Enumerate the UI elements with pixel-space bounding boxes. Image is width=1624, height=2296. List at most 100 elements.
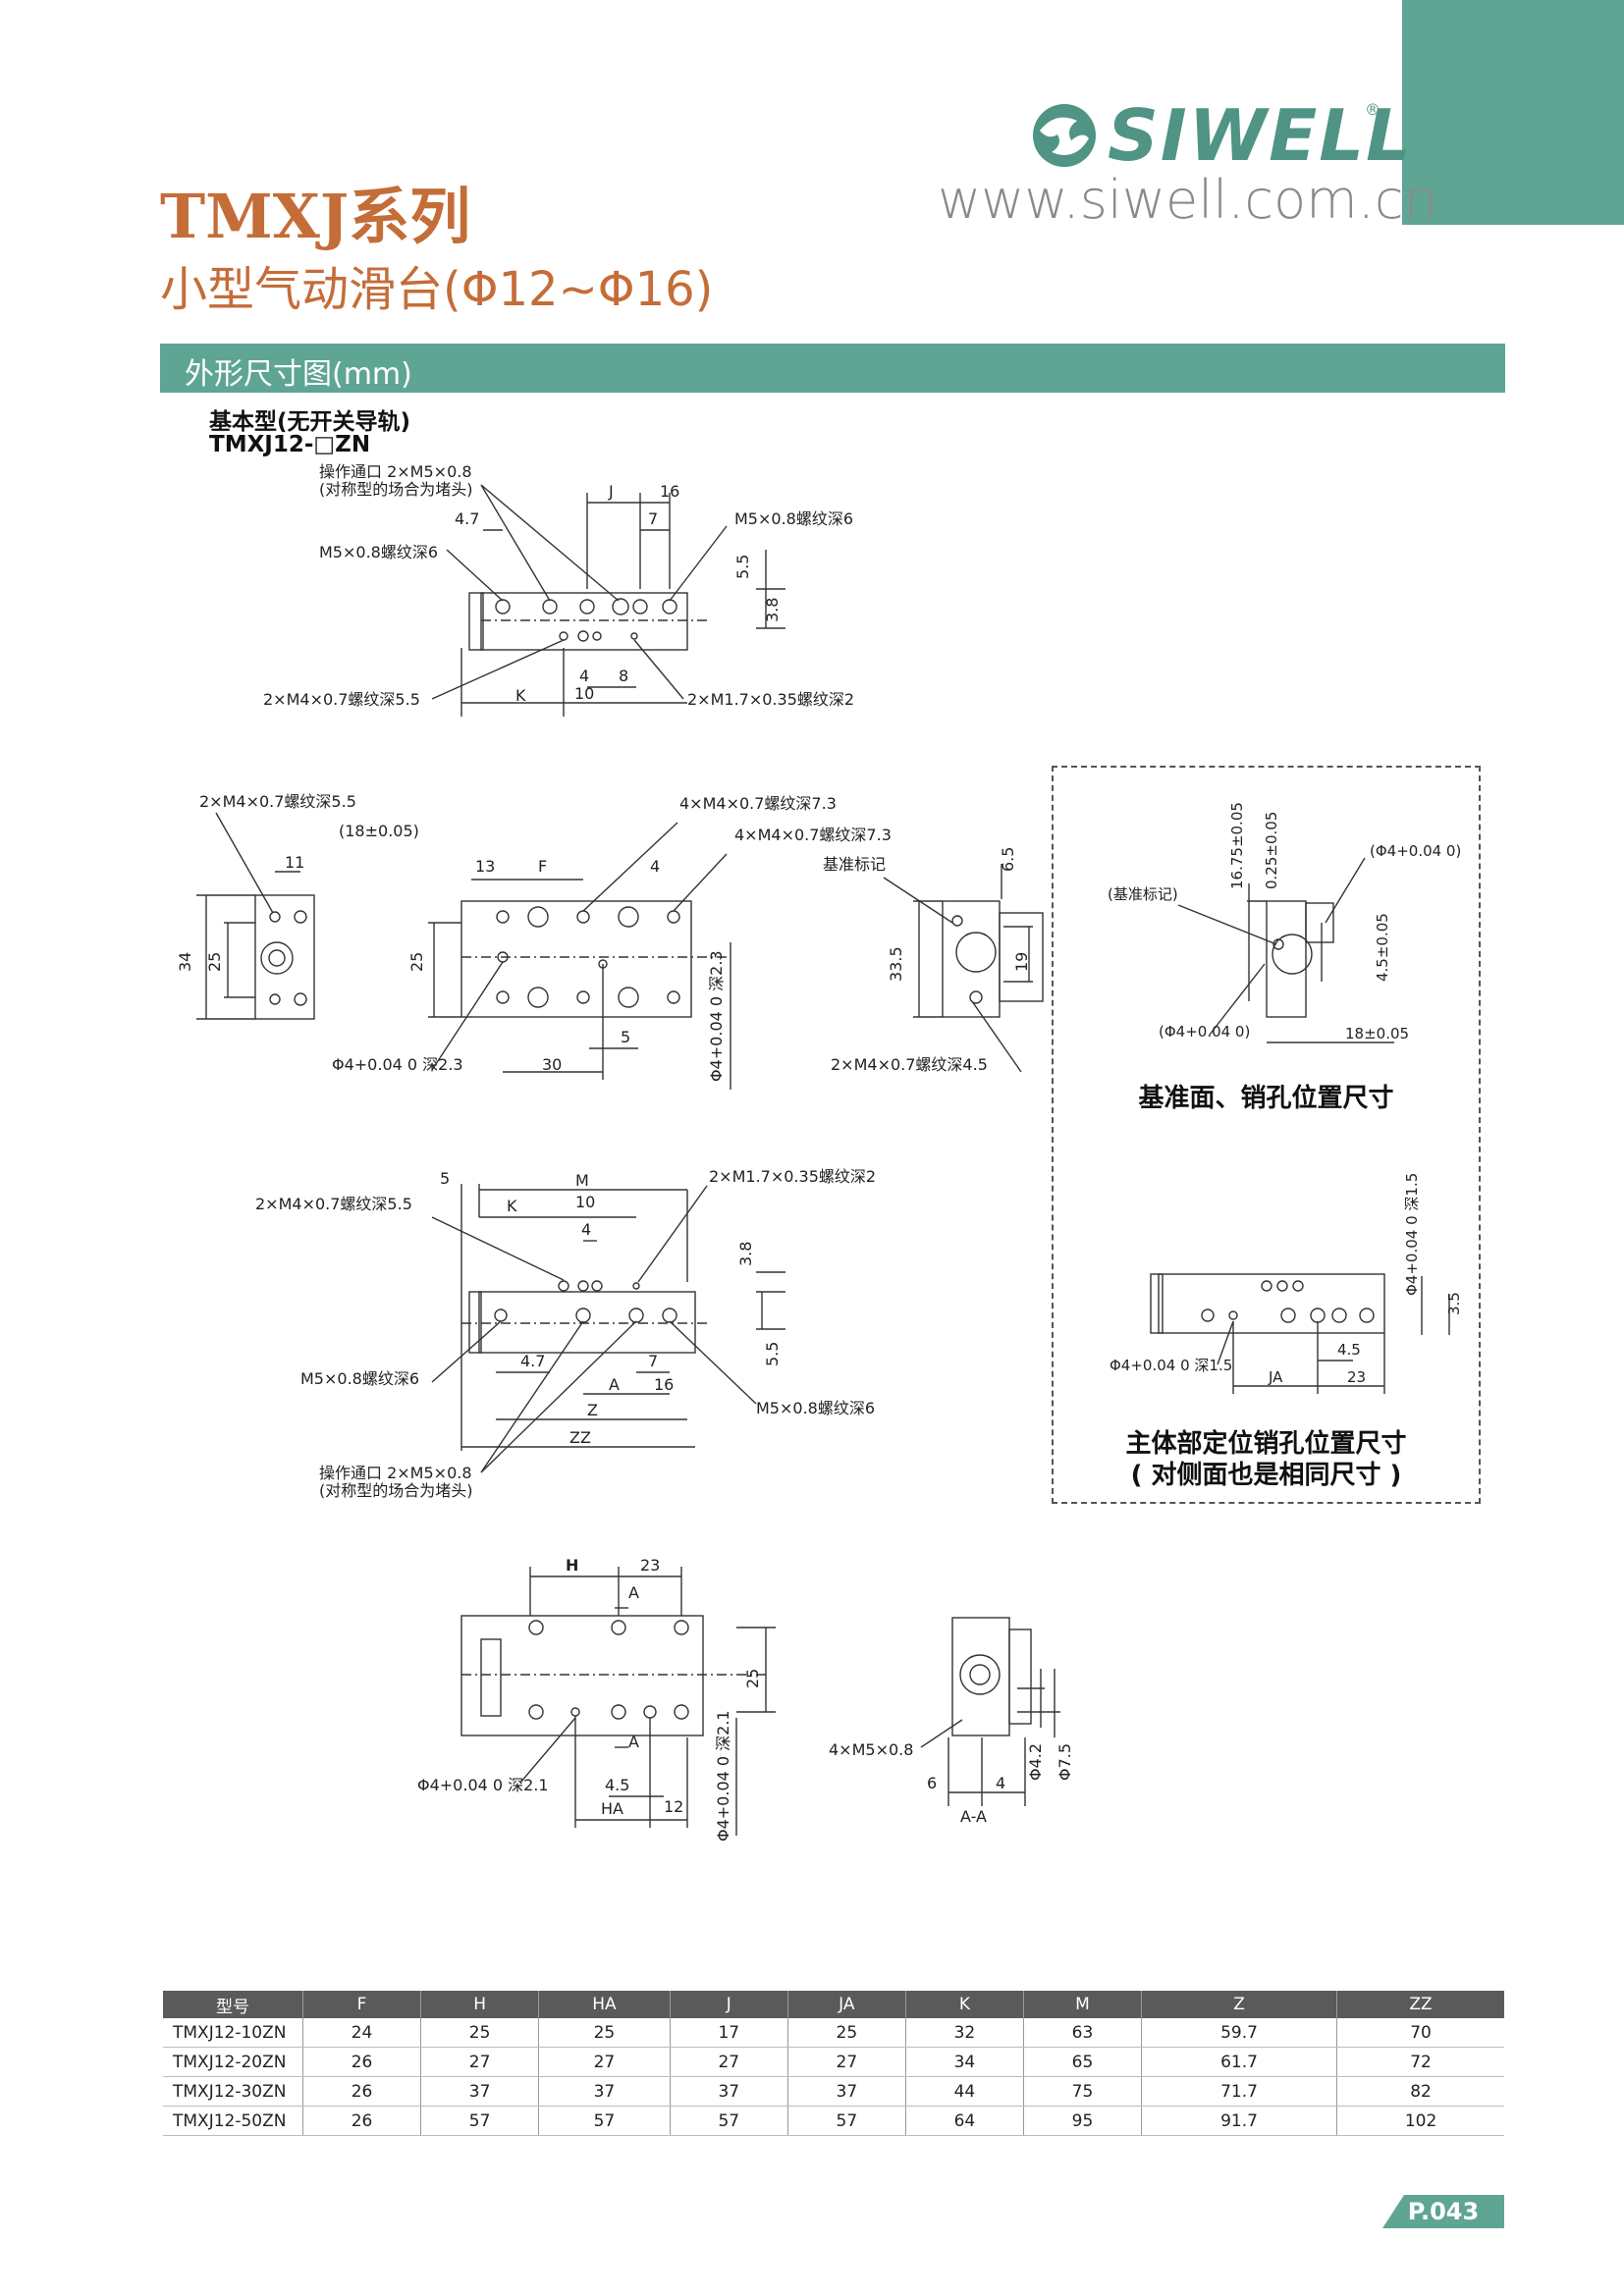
dim-25b: 25 — [407, 952, 426, 972]
dim-25: 25 — [205, 952, 224, 972]
dim-6-aa: 6 — [927, 1774, 937, 1792]
table-cell: 27 — [787, 2047, 906, 2077]
registered-mark: ® — [1365, 100, 1380, 119]
table-cell: 57 — [420, 2106, 540, 2136]
dim-13: 13 — [475, 857, 495, 876]
dim-phi7-5: Φ7.5 — [1056, 1743, 1074, 1781]
table-cell: TMXJ12-50ZN — [163, 2106, 303, 2136]
series-title: TMXJ系列 — [160, 181, 471, 252]
port-note-bot: 操作通口 2×M5×0.8 — [319, 1464, 472, 1482]
table-cell: 26 — [302, 2106, 422, 2136]
brand-url: www.siwell.com.cn — [938, 169, 1437, 231]
dim-7: 7 — [648, 509, 658, 528]
dim-7-bot: 7 — [648, 1352, 658, 1370]
col-header: Z — [1141, 1991, 1338, 2018]
table-cell: 59.7 — [1141, 2018, 1338, 2048]
table-cell: 37 — [787, 2076, 906, 2107]
dim-h: H — [566, 1556, 578, 1575]
m4-note: 2×M4×0.7螺纹深5.5 — [263, 690, 420, 709]
table-cell: 65 — [1023, 2047, 1143, 2077]
col-header: ZZ — [1336, 1991, 1504, 2018]
table-cell: 57 — [538, 2106, 671, 2136]
phi4-15-note: Φ4+0.04 0 深1.5 — [1110, 1357, 1232, 1374]
dim-phi4-2: Φ4.2 — [1026, 1743, 1045, 1781]
end-view — [196, 812, 315, 1020]
top-view-labels: 操作通口 2×M5×0.8 (对称型的场合为堵头) J 16 4.7 7 M5×… — [263, 462, 854, 709]
m1-7-note: 2×M1.7×0.35螺纹深2 — [687, 690, 854, 709]
section-view — [460, 1567, 776, 1836]
dim-3-8: 3.8 — [763, 598, 782, 622]
phi4-21-note-v: Φ4+0.04 0 深2.1 — [714, 1710, 732, 1842]
table-cell: 102 — [1336, 2106, 1504, 2136]
port-note-sub: (对称型的场合为堵头) — [319, 480, 473, 499]
port-note-sub-bot: (对称型的场合为堵头) — [319, 1481, 473, 1500]
dim-34: 34 — [176, 952, 194, 972]
table-cell: 25 — [420, 2018, 540, 2048]
dim-23-ref: 23 — [1347, 1368, 1366, 1386]
dim-33-5: 33.5 — [887, 946, 905, 982]
dim-0-25: 0.25±0.05 — [1263, 812, 1280, 889]
dim-5-bot: 5 — [440, 1169, 450, 1188]
dim-f: F — [538, 857, 547, 876]
table-cell: 17 — [670, 2018, 788, 2048]
dim-4-7-bot: 4.7 — [520, 1352, 545, 1370]
model-code: TMXJ12-□ZN — [209, 432, 371, 457]
table-header-row: 型号 F H HA J JA K M Z ZZ — [163, 1991, 1504, 2018]
m4-55-note: 2×M4×0.7螺纹深5.5 — [199, 792, 356, 811]
table-cell: 72 — [1336, 2047, 1504, 2077]
table-cell: 70 — [1336, 2018, 1504, 2048]
table-cell: 37 — [420, 2076, 540, 2107]
m4-45-note: 2×M4×0.7螺纹深4.5 — [831, 1055, 988, 1074]
4m4-note-b: 4×M4×0.7螺纹深7.3 — [734, 826, 892, 844]
table-cell: TMXJ12-10ZN — [163, 2018, 303, 2048]
dim-10-bot: 10 — [575, 1193, 595, 1211]
col-header: JA — [787, 1991, 906, 2018]
table-cell: 82 — [1336, 2076, 1504, 2107]
4m4-note-a: 4×M4×0.7螺纹深7.3 — [679, 794, 837, 813]
top-view — [431, 484, 785, 717]
dim-19: 19 — [1012, 952, 1031, 972]
ref-view — [1177, 857, 1394, 1043]
dim-4-7: 4.7 — [455, 509, 479, 528]
type-title: 基本型(无开关导轨) — [209, 409, 411, 435]
dim-10: 10 — [574, 684, 594, 703]
table-cell: 24 — [302, 2018, 422, 2048]
dim-m: M — [575, 1171, 589, 1190]
table-cell: 75 — [1023, 2076, 1143, 2107]
m1-7-note-bot: 2×M1.7×0.35螺纹深2 — [709, 1167, 876, 1186]
brand-logo: SIWELL ® — [1021, 96, 1411, 175]
col-header: K — [905, 1991, 1024, 2018]
mid-labels: 2×M4×0.7螺纹深5.5 (18±0.05) 11 34 25 13 F 4… — [176, 792, 1031, 1082]
col-header: J — [670, 1991, 788, 2018]
dim-zz: ZZ — [569, 1428, 591, 1447]
dim-3-5: 3.5 — [1445, 1292, 1463, 1315]
table-cell: 32 — [905, 2018, 1024, 2048]
col-header: M — [1023, 1991, 1143, 2018]
section-marker-a-top: A — [628, 1583, 639, 1602]
dim-4-aa: 4 — [996, 1774, 1005, 1792]
dim-23-sec: 23 — [640, 1556, 660, 1575]
table-cell: 95 — [1023, 2106, 1143, 2136]
table-cell: 64 — [905, 2106, 1024, 2136]
table-cell: 26 — [302, 2076, 422, 2107]
dim-4-mid: 4 — [650, 857, 660, 876]
ref-detail-title: 基准面、销孔位置尺寸 — [1138, 1084, 1394, 1113]
table-cell: 26 — [302, 2047, 422, 2077]
dim-k: K — [515, 686, 526, 705]
body-pin-subtitle: ( 对侧面也是相同尺寸 ) — [1130, 1461, 1402, 1490]
dim-18: (18±0.05) — [339, 822, 419, 840]
section-bar-label: 外形尺寸图(mm) — [185, 357, 412, 392]
m5-note-left: M5×0.8螺纹深6 — [319, 543, 438, 561]
table-cell: 57 — [670, 2106, 788, 2136]
dim-4-5b: 4.5 — [1337, 1341, 1361, 1359]
bottom-view — [431, 1184, 785, 1473]
table-cell: 63 — [1023, 2018, 1143, 2048]
dim-a-bot: A — [609, 1375, 620, 1394]
table-cell: 37 — [538, 2076, 671, 2107]
phi4-21-note: Φ4+0.04 0 深2.1 — [417, 1776, 549, 1794]
dim-5-mid: 5 — [621, 1028, 630, 1046]
table-cell: 25 — [787, 2018, 906, 2048]
